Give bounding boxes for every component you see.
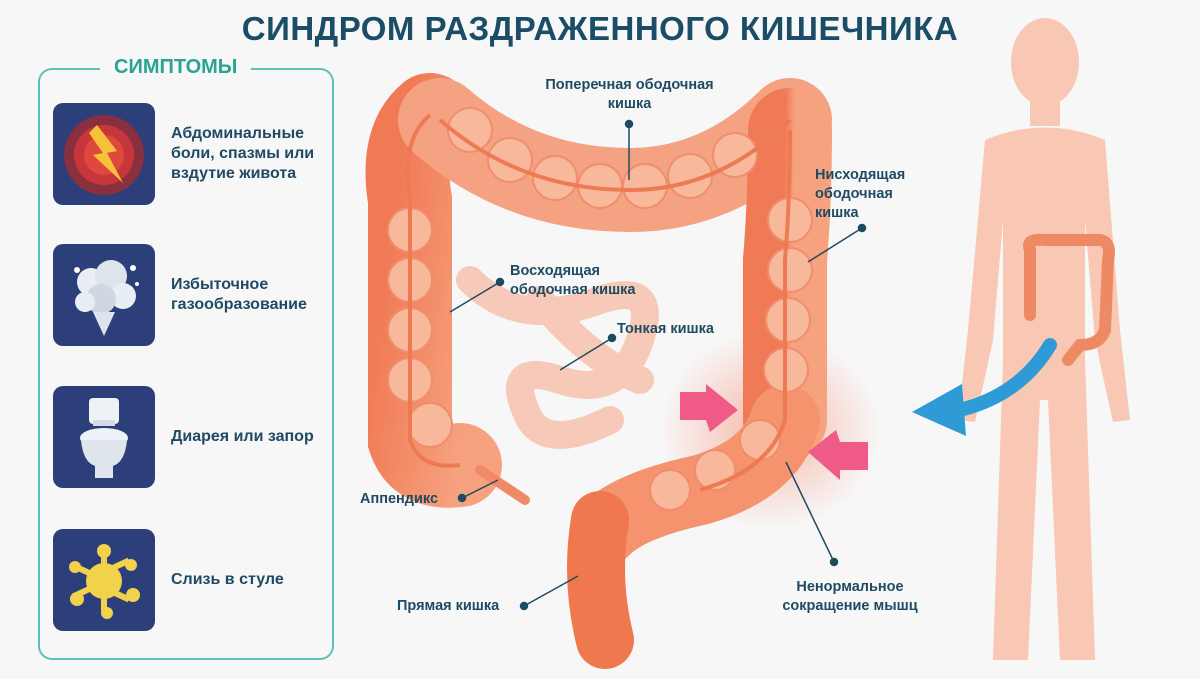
- symptoms-panel-title: СИМПТОМЫ: [100, 56, 252, 79]
- pain-icon: [53, 103, 155, 205]
- leader-lines: [449, 119, 867, 611]
- symptom-item: Слизь в стуле: [53, 529, 333, 631]
- symptom-label: Диарея или запор: [171, 428, 314, 445]
- label-abnormal-contraction: Ненормальное сокращение мышц: [782, 579, 918, 614]
- colon-shape: [365, 73, 832, 669]
- label-appendix: Аппендикс: [360, 491, 439, 507]
- symptom-label: Слизь в стуле: [171, 571, 284, 588]
- mucus-icon: [53, 529, 155, 631]
- small-intestine-shape: [456, 266, 659, 449]
- symptom-label: Избыточное газообразование: [171, 276, 307, 313]
- label-small-intestine: Тонкая кишка: [617, 321, 714, 337]
- label-descending-colon: Нисходящая ободочная кишка: [815, 167, 906, 221]
- symptom-item: Абдоминальные боли, спазмы или вздутие ж…: [53, 103, 333, 205]
- page-title: СИНДРОМ РАЗДРАЖЕННОГО КИШЕЧНИКА: [241, 10, 959, 47]
- symptom-item: Избыточное газообразование: [53, 244, 333, 346]
- symptom-item: Диарея или запор: [53, 386, 333, 488]
- pressure-arrow-icon: [680, 384, 868, 480]
- toilet-icon: [53, 386, 155, 488]
- pointer-arrow-icon: [912, 338, 1057, 436]
- human-silhouette: [958, 18, 1130, 660]
- symptom-label: Абдоминальные боли, спазмы или вздутие ж…: [171, 125, 315, 182]
- label-rectum: Прямая кишка: [397, 598, 500, 614]
- label-ascending-colon: Восходящая ободочная кишка: [510, 263, 636, 298]
- gas-icon: [53, 244, 155, 346]
- label-transverse-colon: Поперечная ободочная кишка: [545, 77, 714, 112]
